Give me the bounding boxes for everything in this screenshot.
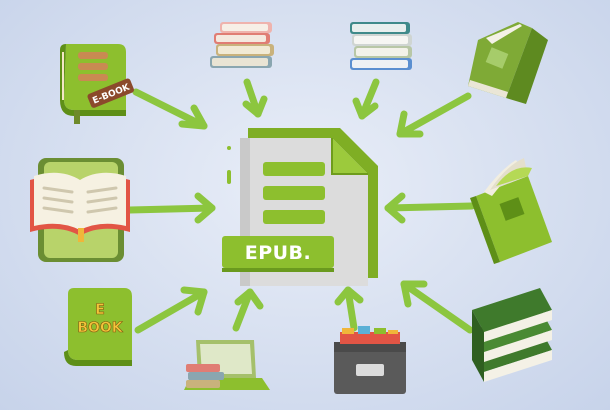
- ebook-yellow-line2: BOOK: [77, 320, 123, 336]
- dark-green-book-stack-icon: [472, 288, 552, 382]
- book-stack-pastel-icon: [210, 22, 274, 68]
- arrow-top-right: [396, 92, 472, 138]
- arrow-right: [384, 192, 476, 224]
- laptop-books-icon: [184, 340, 270, 390]
- arrow-bottom-right: [400, 280, 474, 334]
- arrows: [126, 78, 476, 334]
- open-green-book-icon: [468, 22, 548, 104]
- arrow-bottom-center-right: [334, 286, 364, 332]
- arrow-top-center-left: [242, 78, 268, 118]
- arrow-bottom-center-left: [232, 288, 264, 332]
- arrow-top-left: [132, 88, 208, 130]
- epub-file-icon: EPUB.: [222, 128, 378, 286]
- ebook-green-icon: E-BOOK: [60, 44, 134, 124]
- epub-label: EPUB.: [245, 242, 312, 264]
- file-drawer-icon: [334, 326, 406, 394]
- arrow-top-center-right: [352, 78, 380, 120]
- green-book-open-pages-icon: [470, 158, 552, 264]
- ebook-yellow-line1: E: [95, 302, 105, 318]
- open-book-reader-icon: [30, 158, 130, 262]
- arrow-left: [126, 192, 216, 224]
- arrow-bottom-left: [134, 286, 208, 334]
- book-stack-teal-icon: [350, 22, 412, 70]
- yellow-ebook-icon: E BOOK: [64, 288, 132, 366]
